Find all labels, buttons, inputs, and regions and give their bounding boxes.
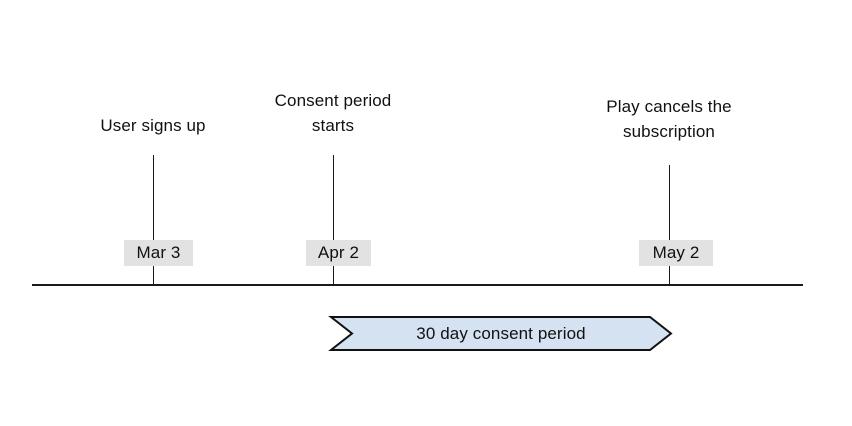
timeline-axis-line [32, 284, 803, 286]
event-label-play-cancels: Play cancels the subscription [606, 97, 732, 141]
event-label-consent-start: Consent period starts [274, 91, 392, 135]
event-date-chip-signup: Mar 3 [124, 240, 193, 266]
event-tick-consent-start [333, 155, 334, 285]
event-tick-play-cancels [669, 165, 670, 285]
event-date-chip-consent-start: Apr 2 [306, 240, 371, 266]
event-label-signup: User signs up [100, 116, 206, 135]
event-date-chip-play-cancels: May 2 [639, 240, 713, 266]
consent-period-banner: 30 day consent period [328, 316, 673, 351]
banner-arrow-shape [328, 316, 673, 351]
event-tick-signup [153, 155, 154, 285]
